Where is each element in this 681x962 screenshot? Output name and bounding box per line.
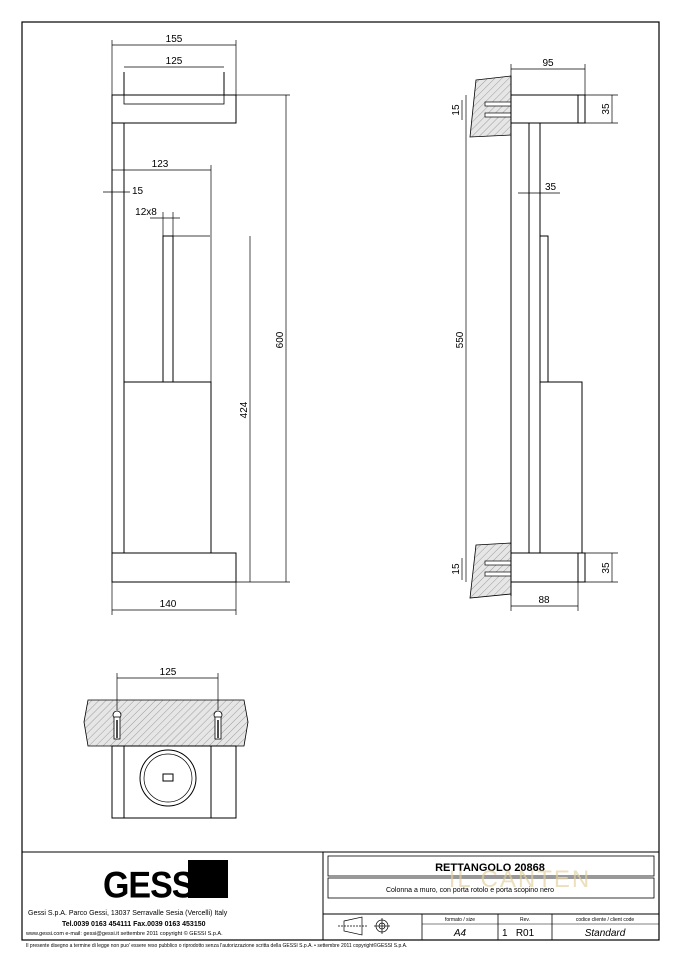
side-dimensions [461, 64, 618, 611]
front-view [111, 72, 290, 583]
dim-155: 155 [166, 34, 183, 45]
dim-95: 95 [542, 58, 554, 69]
dim-35-bottom: 35 [601, 562, 612, 574]
web-line: www.gessi.com e-mail: gessi@gessi.it set… [25, 930, 223, 937]
dim-550: 550 [455, 331, 466, 348]
title-block [22, 851, 659, 941]
sheet-border [21, 21, 660, 941]
dim-600: 600 [275, 331, 286, 348]
client-code-label: codice cliente / client code [576, 917, 635, 923]
gessi-logo: GESSI [103, 860, 228, 906]
sheet-value: 1 [502, 928, 508, 939]
phone-line: Tel.0039 0163 454111 Fax.0039 0163 45315… [62, 921, 206, 928]
dim-15-side-top: 15 [451, 104, 462, 116]
product-title: RETTANGOLO 20868 [435, 862, 545, 874]
side-view [469, 75, 586, 599]
dim-15-side-bottom: 15 [451, 563, 462, 575]
dim-424: 424 [239, 401, 250, 418]
dim-12x8: 12x8 [135, 207, 157, 218]
product-description: Colonna a muro, con porta rotolo e porta… [386, 887, 554, 894]
format-label: formato / size [445, 917, 475, 923]
rev-label: Rev. [520, 917, 530, 923]
format-value: A4 [453, 928, 467, 939]
rev-value: R01 [516, 928, 535, 939]
legal-notice: Il presente disegno a termine di legge n… [26, 942, 407, 949]
watermark: IL CANTEN [449, 866, 591, 893]
dim-123: 123 [152, 159, 169, 170]
projection-symbol-icon [338, 916, 390, 936]
dim-35-rod: 35 [545, 182, 557, 193]
dim-15-front: 15 [132, 186, 144, 197]
dim-125-plan: 125 [160, 667, 177, 678]
dim-88: 88 [538, 595, 550, 606]
dim-140: 140 [160, 599, 177, 610]
dim-35-top: 35 [601, 103, 612, 115]
company-line: Gessi S.p.A. Parco Gessi, 13037 Serraval… [28, 910, 228, 917]
front-dimensions [103, 40, 287, 615]
plan-view [83, 673, 249, 819]
dim-125-top: 125 [166, 56, 183, 67]
logo-wordmark: GESSI [103, 864, 202, 906]
client-code-value: Standard [585, 928, 626, 939]
